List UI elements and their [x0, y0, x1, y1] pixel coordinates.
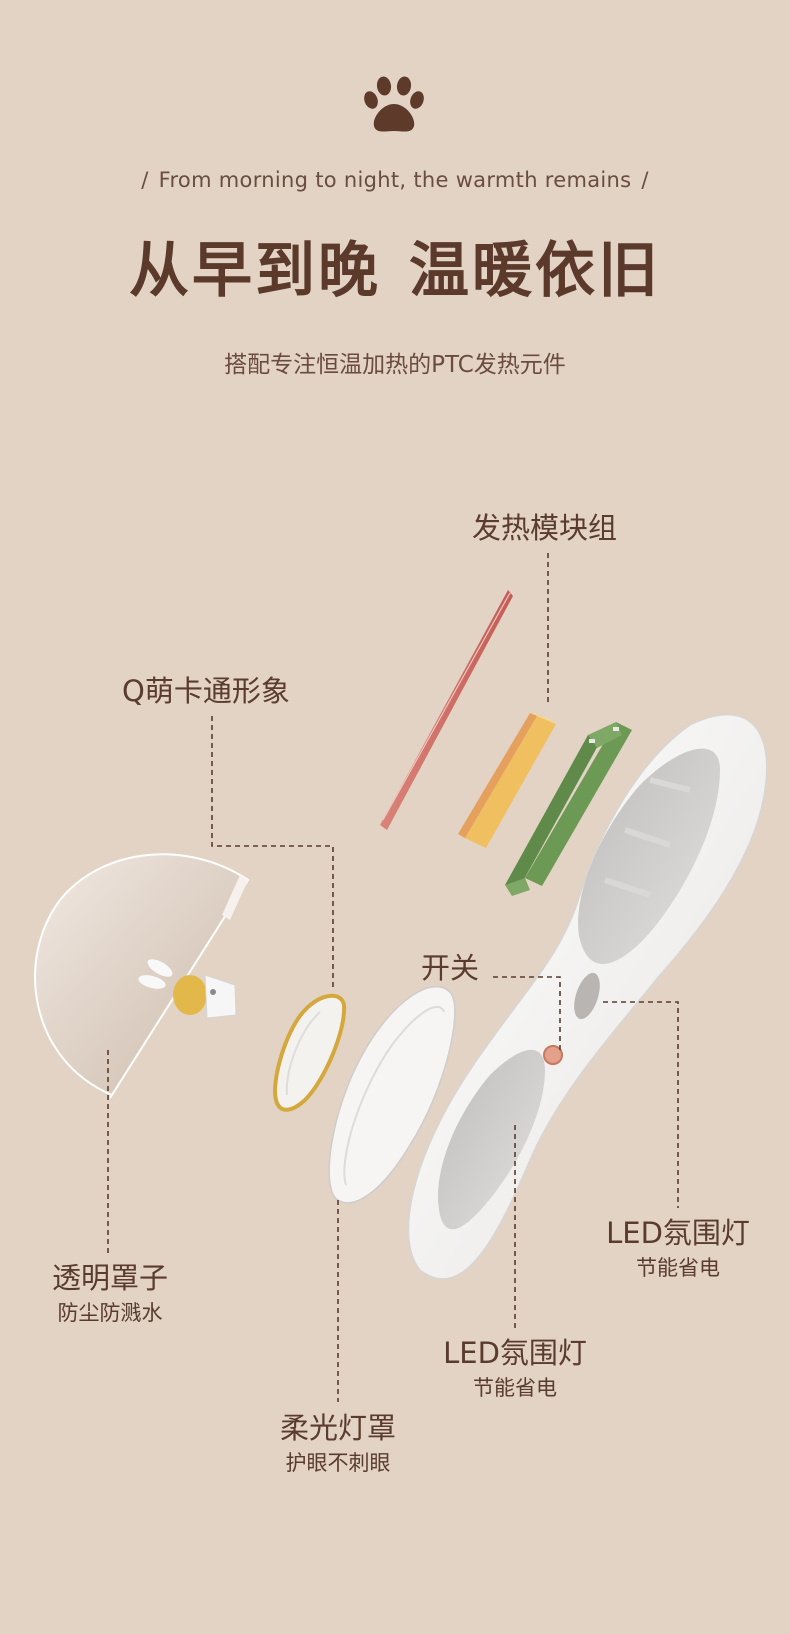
paw-icon — [364, 76, 424, 132]
callout-led-bottom: LED氛围灯 节能省电 — [420, 1330, 610, 1402]
callout-soft-light: 柔光灯罩 护眼不刺眼 — [253, 1405, 423, 1477]
heating-block — [458, 712, 556, 848]
tagline-slash-left: / — [141, 168, 149, 192]
main-body — [407, 714, 768, 1280]
clear-cover-sub: 防尘防溅水 — [57, 1301, 163, 1325]
leader-switch — [493, 976, 561, 1050]
headline: 从早到晚温暖依旧 — [0, 222, 790, 309]
clear-cover-title: 透明罩子 — [51, 1261, 168, 1295]
subline: 搭配专注恒温加热的PTC发热元件 — [224, 352, 566, 378]
callout-led-right: LED氛围灯 节能省电 — [583, 1210, 773, 1282]
tagline-slash-right: / — [641, 168, 649, 192]
soft-light-title: 柔光灯罩 — [279, 1411, 396, 1445]
pcb-frame — [505, 722, 632, 896]
label-cartoon: Q萌卡通形象 — [122, 674, 290, 708]
leader-cartoon — [211, 716, 334, 990]
tagline: / From morning to night, the warmth remai… — [0, 168, 790, 192]
soft-light-sub: 护眼不刺眼 — [285, 1451, 391, 1475]
led-right-title: LED氛围灯 — [606, 1216, 750, 1250]
cartoon-ring — [273, 993, 347, 1112]
clear-dome — [34, 853, 250, 1099]
tagline-text: From morning to night, the warmth remain… — [158, 168, 632, 192]
soft-light-cover — [328, 985, 456, 1204]
headline-part1: 从早到晚 — [129, 236, 381, 306]
leader-lines — [107, 553, 679, 1402]
callout-clear-cover: 透明罩子 防尘防溅水 — [30, 1255, 190, 1327]
label-heating-module: 发热模块组 — [472, 511, 618, 545]
ptc-heating-strip — [380, 590, 513, 830]
headline-part2: 温暖依旧 — [409, 236, 661, 306]
leader-led-right — [603, 1001, 679, 1208]
led-bottom-title: LED氛围灯 — [443, 1336, 587, 1370]
label-switch: 开关 — [421, 951, 480, 985]
led-right-sub: 节能省电 — [636, 1256, 720, 1280]
led-bottom-sub: 节能省电 — [473, 1376, 557, 1400]
